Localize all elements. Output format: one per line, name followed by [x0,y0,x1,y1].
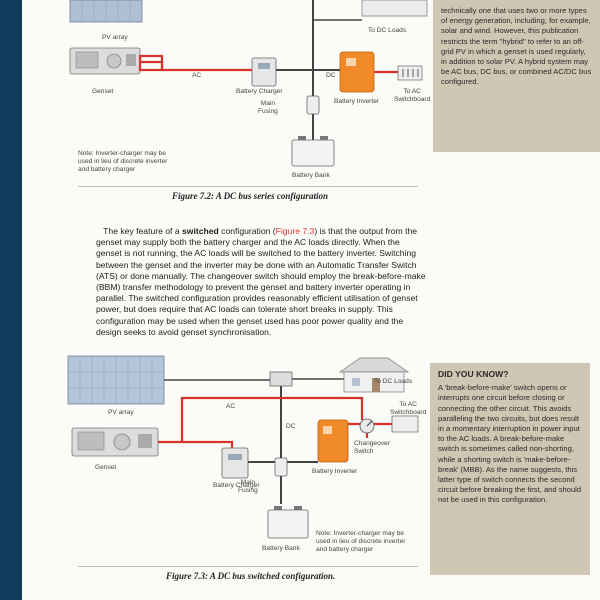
label-main-fusing-1: Main Fusing [258,100,278,115]
figure-rule-1 [78,186,418,187]
document-page: PV array Genset AC DC Battery Charger Ma… [22,0,600,600]
label-battery-bank-1: Battery Bank [292,172,330,179]
figure-rule-2 [78,566,418,567]
label-battery-bank-2: Battery Bank [262,545,300,552]
label-pv-array-1: PV array [102,34,128,41]
bold-term: switched [182,226,219,236]
figure-note-2: Note: Inverter-charger may be used in li… [316,530,406,553]
battery-bank-icon-1 [291,136,335,167]
battery-charger-icon-2 [221,447,249,479]
label-to-ac-switchboard-2: To AC Switchboard [390,401,427,416]
label-battery-inverter-1: Battery Inverter [334,98,380,105]
label-dc-2: DC [286,423,296,430]
body-paragraph: The key feature of a switched configurat… [96,226,426,337]
label-battery-charger-1: Battery Charger [236,88,283,95]
sidebar-definition: technically one that uses two or more ty… [433,0,600,152]
pv-array-icon-1 [69,0,143,23]
house-icon-2 [338,357,410,393]
sidebar-definition-text: technically one that uses two or more ty… [441,6,592,87]
changeover-switch-icon [359,418,375,434]
label-to-ac-switchboard-1: To AC Switchboard [394,88,431,103]
main-fusing-icon-2 [274,457,288,477]
label-genset-1: Genset [92,88,114,95]
ac-switchboard-icon-2 [391,415,419,433]
label-ac-1: AC [192,72,202,79]
sidebar-heading: DID YOU KNOW? [438,369,509,379]
genset-icon-2 [71,427,159,457]
battery-inverter-icon-1 [339,51,375,93]
ac-switchboard-icon-1 [397,65,423,81]
figure-link[interactable]: Figure 7.3 [275,226,315,236]
figure-7-3-caption: Figure 7.3: A DC bus switched configurat… [166,571,336,581]
battery-inverter-icon-2 [317,419,349,463]
battery-charger-icon-1 [251,57,277,87]
house-icon-1 [361,0,428,17]
label-battery-inverter-2: Battery Inverter [312,468,358,475]
label-changeover-switch: Changeover Switch [354,440,390,455]
label-pv-array-2: PV array [108,409,134,416]
label-genset-2: Genset [95,464,117,471]
sidebar-did-you-know: DID YOU KNOW? A 'break-before-make' swit… [430,363,590,575]
page-frame [0,0,22,600]
label-battery-charger-2: Battery Charger [213,482,260,489]
label-main-fusing-2: Main Fusing [238,479,258,494]
label-ac-2: AC [226,403,236,410]
main-fusing-icon-1 [306,95,320,115]
figure-7-2-caption: Figure 7.2: A DC bus series configuratio… [172,191,328,201]
junction-box-icon [269,371,293,387]
figure-7-2-diagram [69,0,428,167]
pv-array-icon-2 [67,355,165,405]
label-dc-1: DC [326,72,336,79]
figure-7-3-diagram [67,355,419,539]
label-to-dc-loads-2: To DC Loads [374,378,413,385]
label-to-dc-loads-1: To DC Loads [368,27,407,34]
sidebar-text: A 'break-before-make' switch opens or in… [438,383,582,505]
figure-note-1: Note: Inverter-charger may be used in li… [78,150,168,173]
battery-bank-icon-2 [267,506,309,539]
genset-icon-1 [69,47,141,75]
